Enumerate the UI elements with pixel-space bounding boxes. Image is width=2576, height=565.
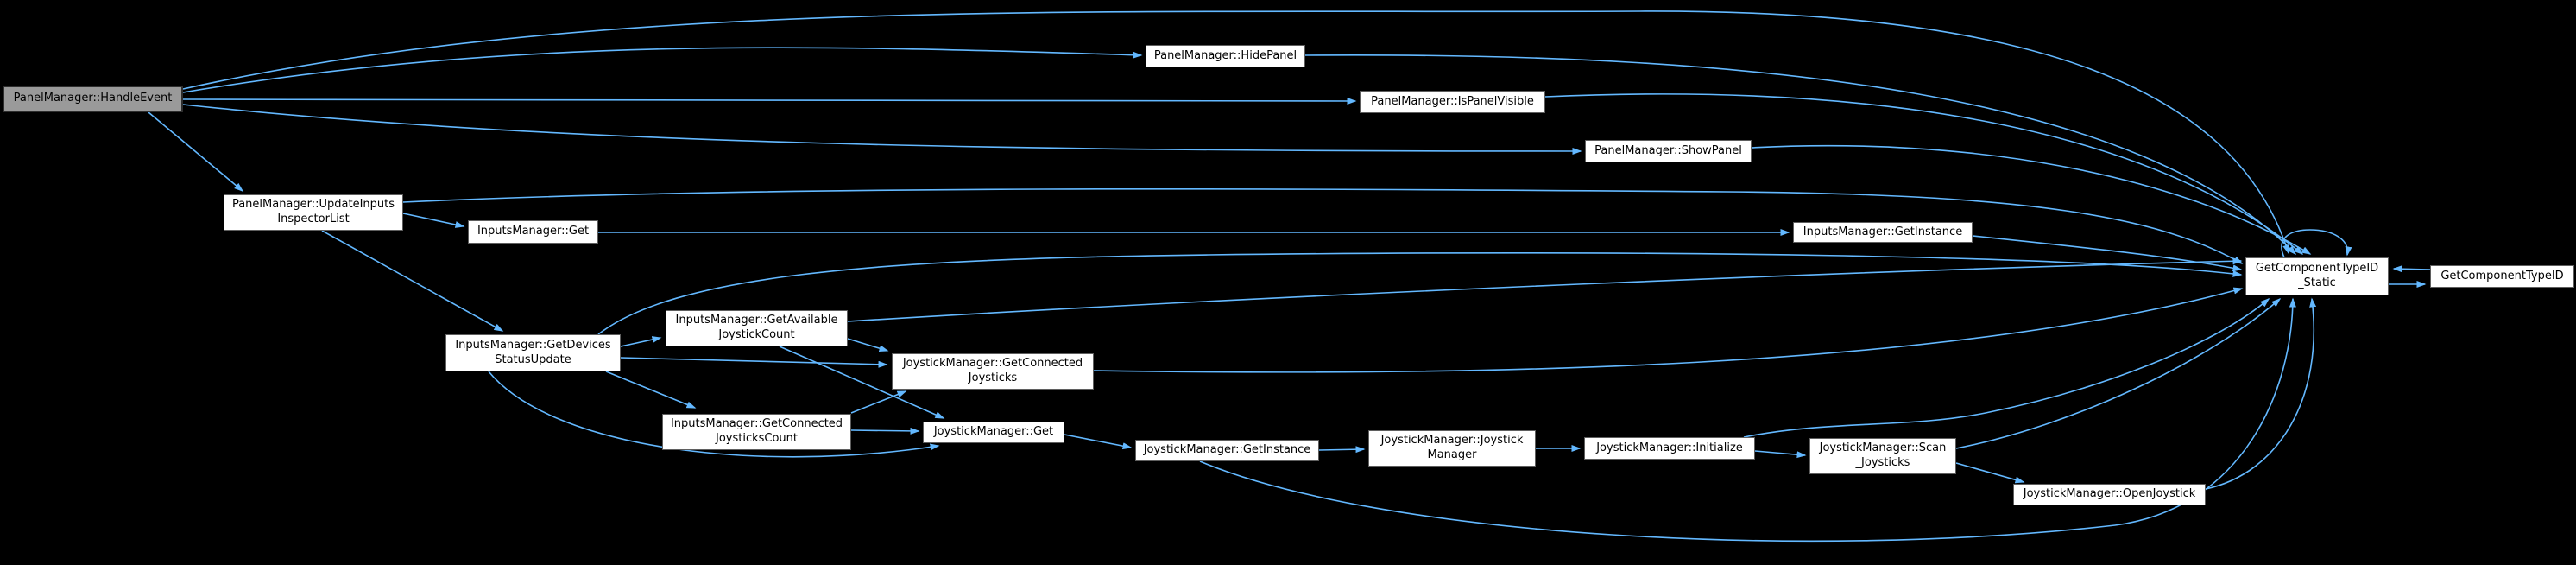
node-label-line: _Static bbox=[2298, 276, 2336, 289]
node-label-line: Manager bbox=[1427, 448, 1477, 461]
node-label-line: InputsManager::Get bbox=[477, 225, 590, 238]
node-label-line: GetComponentTypeID bbox=[2440, 269, 2564, 282]
node-label-line: InputsManager::GetConnected bbox=[670, 417, 843, 431]
graph-node-getcomponenttypeid-static[interactable]: GetComponentTypeID_Static bbox=[2245, 257, 2389, 295]
edge-panelmanager-updateinputsinspectorlist-to-inputsmanager-get bbox=[402, 213, 465, 228]
node-label-line: JoystickManager::Get bbox=[933, 425, 1054, 439]
node-label-line: JoystickManager::GetConnected bbox=[902, 357, 1083, 371]
graph-node-joystickmanager-openjoystick[interactable]: JoystickManager::OpenJoystick bbox=[2013, 484, 2206, 505]
edge-joystickmanager-getconnectedjoysticks-to-getcomponenttypeid-static bbox=[1093, 287, 2244, 373]
node-label-line: JoystickManager::Scan bbox=[1819, 441, 1947, 455]
node-label-line: JoystickManager::Initialize bbox=[1596, 441, 1743, 454]
node-label-line: Joysticks bbox=[968, 371, 1018, 384]
node-label-line: PanelManager::HidePanel bbox=[1153, 48, 1297, 62]
edge-joystickmanager-scan-joysticks-to-getcomponenttypeid-static bbox=[1955, 298, 2282, 449]
graph-node-joystickmanager-initialize[interactable]: JoystickManager::Initialize bbox=[1584, 437, 1755, 460]
edge-group bbox=[148, 10, 2431, 543]
graph-node-panelmanager-showpanel[interactable]: PanelManager::ShowPanel bbox=[1585, 140, 1752, 162]
edge-inputsmanager-getavailablejoystickcount-to-joystickmanager-get bbox=[779, 346, 945, 419]
edge-inputsmanager-getavailablejoystickcount-to-joystickmanager-getconnectedjoysticks bbox=[847, 338, 889, 352]
graph-node-joystickmanager-scan-joysticks[interactable]: JoystickManager::Scan_Joysticks bbox=[1809, 438, 1956, 474]
edge-inputsmanager-getdevicesstatusupdate-to-inputsmanager-getavailablejoystickcount bbox=[620, 336, 662, 347]
node-label-line: JoystickManager::Joystick bbox=[1380, 434, 1524, 448]
graph-node-joystickmanager-getinstance[interactable]: JoystickManager::GetInstance bbox=[1135, 440, 1319, 461]
node-label-line: JoystickManager::GetInstance bbox=[1143, 443, 1311, 457]
edge-panelmanager-handleevent-to-getcomponenttypeid-static bbox=[182, 10, 2289, 255]
edge-joystickmanager-openjoystick-to-getcomponenttypeid-static bbox=[2205, 297, 2317, 490]
graph-node-panelmanager-ispanelvisible[interactable]: PanelManager::IsPanelVisible bbox=[1360, 91, 1545, 113]
graph-node-inputsmanager-getinstance[interactable]: InputsManager::GetInstance bbox=[1793, 222, 1973, 243]
edge-inputsmanager-getavailablejoystickcount-to-getcomponenttypeid-static bbox=[847, 257, 2243, 322]
edge-joystickmanager-initialize-to-getcomponenttypeid-static bbox=[1743, 298, 2270, 438]
node-label-line: PanelManager::IsPanelVisible bbox=[1371, 94, 1534, 108]
edge-joystickmanager-getinstance-to-getcomponenttypeid-static bbox=[1199, 297, 2296, 543]
edge-panelmanager-hidepanel-to-getcomponenttypeid-static bbox=[1304, 54, 2297, 256]
node-label-line: JoysticksCount bbox=[715, 432, 799, 445]
edge-panelmanager-ispanelvisible-to-getcomponenttypeid-static bbox=[1544, 93, 2304, 255]
edge-inputsmanager-getdevicesstatusupdate-to-inputsmanager-getconnectedjoystickscount bbox=[605, 371, 697, 409]
edge-panelmanager-updateinputsinspectorlist-to-getcomponenttypeid-static bbox=[402, 187, 2244, 264]
edge-joystickmanager-scan-joysticks-to-joystickmanager-openjoystick bbox=[1955, 462, 2025, 484]
edge-panelmanager-showpanel-to-getcomponenttypeid-static bbox=[1751, 144, 2312, 255]
node-label-line: JoystickCount bbox=[718, 328, 795, 341]
edge-getcomponenttypeid-to-getcomponenttypeid-static bbox=[2392, 265, 2431, 273]
edge-joystickmanager-initialize-to-joystickmanager-scan-joysticks bbox=[1754, 450, 1807, 459]
edge-inputsmanager-getinstance-to-getcomponenttypeid-static bbox=[1972, 235, 2243, 272]
edge-panelmanager-handleevent-to-panelmanager-showpanel bbox=[182, 104, 1582, 155]
graph-node-joystickmanager-get[interactable]: JoystickManager::Get bbox=[923, 422, 1064, 443]
edge-inputsmanager-getdevicesstatusupdate-to-joystickmanager-getconnectedjoysticks bbox=[620, 357, 888, 368]
edge-panelmanager-handleevent-to-panelmanager-updateinputsinspectorlist bbox=[148, 111, 244, 192]
node-label-line: InputsManager::GetAvailable bbox=[675, 314, 838, 327]
node-label-line: GetComponentTypeID bbox=[2255, 262, 2379, 276]
graph-node-getcomponenttypeid[interactable]: GetComponentTypeID bbox=[2430, 265, 2574, 288]
edge-panelmanager-updateinputsinspectorlist-to-inputsmanager-getdevicesstatusupdate bbox=[321, 230, 504, 332]
node-label-line: PanelManager::ShowPanel bbox=[1594, 143, 1742, 157]
edge-joystickmanager-get-to-joystickmanager-getinstance bbox=[1064, 434, 1133, 450]
edge-joystickmanager-getinstance-to-joystickmanager-joystickmanager bbox=[1318, 446, 1366, 454]
edge-inputsmanager-getconnectedjoystickscount-to-joystickmanager-getconnectedjoysticks bbox=[850, 390, 907, 414]
graph-node-inputsmanager-get[interactable]: InputsManager::Get bbox=[468, 220, 598, 244]
node-label-line: StatusUpdate bbox=[495, 352, 571, 366]
edge-getcomponenttypeid-static-to-getcomponenttypeid-static bbox=[2281, 229, 2352, 258]
edge-inputsmanager-getconnectedjoystickscount-to-joystickmanager-get bbox=[850, 427, 920, 435]
edge-inputsmanager-getdevicesstatusupdate-to-getcomponenttypeid-static bbox=[597, 252, 2243, 335]
graph-node-panelmanager-hidepanel[interactable]: PanelManager::HidePanel bbox=[1146, 45, 1305, 67]
node-label-line: _Joysticks bbox=[1855, 456, 1910, 469]
node-label-line: InputsManager::GetInstance bbox=[1803, 225, 1963, 238]
graph-node-panelmanager-handleevent: PanelManager::HandleEvent bbox=[3, 86, 183, 112]
node-label-line: InputsManager::GetDevices bbox=[455, 338, 611, 352]
edge-panelmanager-handleevent-to-panelmanager-ispanelvisible bbox=[182, 97, 1357, 105]
node-label-line: PanelManager::UpdateInputs bbox=[231, 198, 395, 212]
node-label-line: PanelManager::HandleEvent bbox=[13, 92, 173, 105]
edge-panelmanager-handleevent-to-panelmanager-hidepanel bbox=[182, 47, 1143, 93]
node-label-line: InspectorList bbox=[277, 213, 350, 225]
node-label-line: JoystickManager::OpenJoystick bbox=[2023, 487, 2196, 501]
